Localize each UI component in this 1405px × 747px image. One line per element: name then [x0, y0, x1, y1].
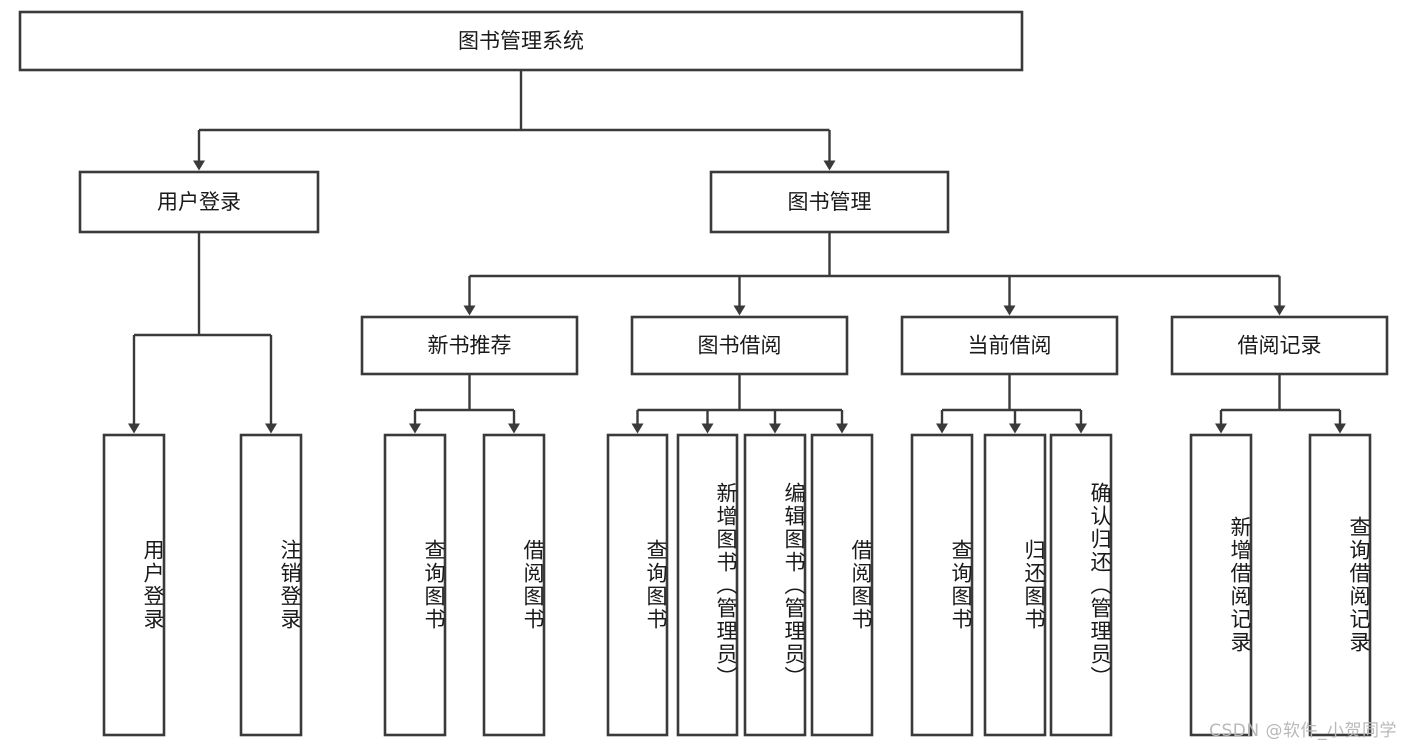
node-leaf-2	[383, 433, 447, 737]
node-level3-2-label: 当前借阅	[968, 334, 1052, 358]
node-leaf-7	[810, 433, 874, 737]
connectors-layer	[128, 70, 1346, 434]
node-level2-0-label: 用户登录	[157, 190, 241, 214]
node-leaf-11	[1189, 433, 1253, 737]
node-level3-1	[630, 315, 849, 376]
node-root-label: 图书管理系统	[458, 29, 584, 53]
node-leaf-8	[910, 433, 974, 737]
node-level3-3	[1170, 315, 1389, 376]
node-level2-1	[709, 170, 950, 234]
node-leaf-0	[102, 433, 166, 737]
node-level3-0-label: 新书推荐	[428, 334, 512, 358]
node-leaf-3	[482, 433, 546, 737]
node-level2-1-label: 图书管理	[788, 190, 872, 214]
node-leaf-6	[743, 433, 807, 737]
node-leaf-10	[1049, 433, 1113, 737]
node-level3-0	[360, 315, 579, 376]
node-root	[18, 10, 1024, 72]
node-leaf-9	[983, 433, 1047, 737]
node-level3-3-label: 借阅记录	[1238, 334, 1322, 358]
node-level3-2	[900, 315, 1119, 376]
node-level3-1-label: 图书借阅	[698, 334, 782, 358]
csdn-watermark: CSDN @软件_小贺同学	[1209, 721, 1397, 741]
node-boxes-layer	[18, 10, 1389, 737]
node-leaf-1	[239, 433, 303, 737]
node-leaf-12	[1308, 433, 1372, 737]
node-leaf-4	[606, 433, 669, 737]
node-leaf-5	[676, 433, 739, 737]
node-level2-0	[78, 170, 320, 234]
